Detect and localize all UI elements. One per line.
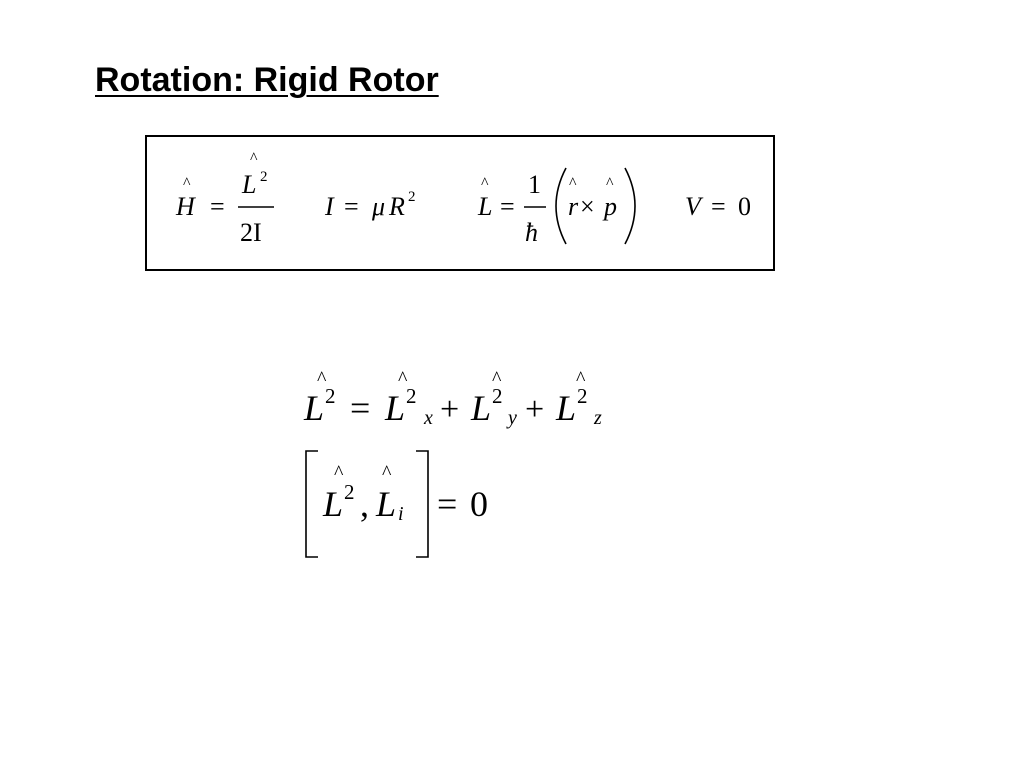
equation-box xyxy=(145,135,775,271)
radius-symbol: R xyxy=(388,192,405,221)
hat-icon: ^ xyxy=(250,150,258,167)
equals-sign: = xyxy=(500,192,515,221)
potential-symbol: V xyxy=(685,192,704,221)
l-squared-sum-equation: L 2 ^ = L 2 ^ x + L 2 ^ y + L 2 ^ z xyxy=(303,368,602,429)
subscript-y: y xyxy=(506,407,517,429)
hat-icon: ^ xyxy=(382,462,392,484)
potential-value: 0 xyxy=(738,192,751,221)
exponent: 2 xyxy=(406,384,417,408)
exponent: 2 xyxy=(344,480,355,504)
right-paren xyxy=(624,167,636,245)
reduced-mass-symbol: μ xyxy=(371,192,385,221)
commutator-equation: L 2 ^ , L ^ i = 0 xyxy=(305,450,488,558)
subscript-z: z xyxy=(593,407,602,429)
denominator: 2I xyxy=(240,218,262,247)
potential-equation: V = 0 xyxy=(685,192,751,221)
l-symbol: L xyxy=(375,484,396,524)
exponent: 2 xyxy=(577,384,588,408)
cross-symbol: × xyxy=(580,192,595,221)
hat-icon: ^ xyxy=(481,175,489,192)
left-bracket xyxy=(305,450,318,558)
position-symbol: r xyxy=(568,192,579,221)
left-paren xyxy=(555,167,567,245)
angular-momentum-equation: L ^ = 1 ħ r ^ × p ^ xyxy=(477,167,636,247)
inertia-symbol: I xyxy=(324,192,335,221)
hat-icon: ^ xyxy=(569,175,577,192)
l-symbol: L xyxy=(470,388,491,428)
plus-sign: + xyxy=(525,391,544,428)
hat-icon: ^ xyxy=(334,462,344,484)
equals-sign: = xyxy=(210,192,225,221)
angular-momentum-symbol: L xyxy=(477,192,492,221)
slide-title: Rotation: Rigid Rotor xyxy=(95,61,439,99)
radius-exponent: 2 xyxy=(408,189,416,205)
l-symbol: L xyxy=(555,388,576,428)
equals-sign: = xyxy=(350,388,370,428)
hamiltonian-equation: H ^ = L 2 ^ 2I xyxy=(175,150,274,247)
hat-icon: ^ xyxy=(576,368,586,390)
l-symbol: L xyxy=(303,388,324,428)
plus-sign: + xyxy=(440,391,459,428)
comma: , xyxy=(360,484,369,524)
equals-sign: = xyxy=(344,192,359,221)
hat-icon: ^ xyxy=(317,368,327,390)
subscript-x: x xyxy=(423,407,433,429)
hat-icon: ^ xyxy=(492,368,502,390)
exponent: 2 xyxy=(325,384,336,408)
inertia-equation: I = μ R 2 xyxy=(324,189,416,221)
right-bracket xyxy=(416,450,429,558)
hat-icon: ^ xyxy=(606,175,614,192)
equals-sign: = xyxy=(711,192,726,221)
momentum-symbol: p xyxy=(602,192,617,221)
exponent: 2 xyxy=(492,384,503,408)
zero-value: 0 xyxy=(470,484,488,524)
numerator-L: L xyxy=(241,170,256,199)
hamiltonian-symbol: H xyxy=(175,192,196,221)
l-symbol: L xyxy=(322,484,343,524)
fraction-numerator: 1 xyxy=(528,170,541,199)
subscript-i: i xyxy=(398,503,404,525)
l-symbol: L xyxy=(384,388,405,428)
hat-icon: ^ xyxy=(398,368,408,390)
hat-icon: ^ xyxy=(183,175,191,192)
hbar-symbol: ħ xyxy=(525,218,538,247)
numerator-exponent: 2 xyxy=(260,169,268,185)
equals-sign: = xyxy=(437,484,457,524)
